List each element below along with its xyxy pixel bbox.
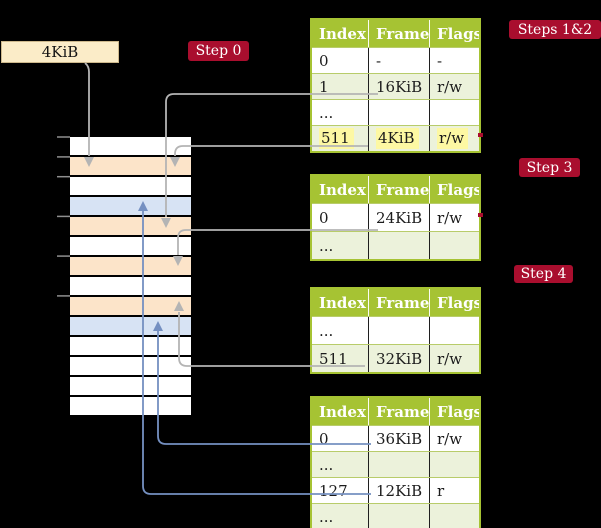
header-flags: Flags — [429, 20, 479, 47]
table-row: 1 16KiB r/w — [312, 73, 479, 99]
table-row: ... — [312, 316, 479, 344]
header-frame: Frame — [368, 398, 429, 425]
cell-flags — [429, 100, 479, 125]
page-table-1: Index Frame Flags 0 - - 1 16KiB r/w ... … — [310, 18, 481, 153]
label-step-3: Step 3 — [519, 158, 580, 177]
table3-header-row: Index Frame Flags — [312, 289, 479, 316]
cell-flags: r — [429, 478, 479, 503]
header-frame: Frame — [368, 289, 429, 316]
cell-flags: r/w — [429, 426, 479, 451]
physical-memory-column — [70, 137, 191, 415]
cell-flags — [429, 452, 479, 477]
page-table-4: Index Frame Flags 0 36KiB r/w ... 127 12… — [310, 396, 481, 528]
red-marker-table2-row0 — [478, 213, 483, 217]
header-frame: Frame — [368, 20, 429, 47]
cell-frame — [368, 317, 429, 344]
memory-frame-0 — [70, 137, 191, 156]
label-step-4-text: Step 4 — [520, 266, 567, 282]
cell-index: 127 — [319, 481, 348, 500]
header-index: Index — [319, 180, 366, 199]
table-row: ... — [312, 231, 479, 259]
table-row: 0 36KiB r/w — [312, 425, 479, 451]
memory-frame-8 — [70, 296, 191, 316]
memory-frame-1 — [70, 156, 191, 176]
label-steps-1-2: Steps 1&2 — [509, 20, 601, 39]
label-step-0: Step 0 — [188, 41, 249, 61]
cell-index: 0 — [319, 429, 329, 448]
frame-size-label: 4KiB — [41, 43, 79, 61]
memory-frame-3 — [70, 196, 191, 216]
frame-size-box: 4KiB — [1, 41, 119, 63]
cell-frame — [368, 232, 429, 259]
table2-header-row: Index Frame Flags — [312, 176, 479, 203]
table-row: ... — [312, 99, 479, 125]
header-frame: Frame — [368, 176, 429, 203]
cell-index: ... — [319, 103, 334, 122]
cell-index: 1 — [319, 77, 329, 96]
label-step-3-text: Step 3 — [526, 159, 573, 176]
cell-frame: 24KiB — [368, 204, 429, 231]
cell-index: 0 — [319, 208, 329, 227]
cell-index: 0 — [319, 51, 329, 70]
cell-flags: - — [429, 48, 479, 73]
cell-flags — [429, 317, 479, 344]
header-index: Index — [319, 24, 366, 43]
page-table-2: Index Frame Flags 0 24KiB r/w ... — [310, 174, 481, 261]
cell-frame: 16KiB — [368, 74, 429, 99]
cell-index: ... — [319, 507, 334, 526]
table-row: 127 12KiB r — [312, 477, 479, 503]
header-index: Index — [319, 402, 366, 421]
header-index: Index — [319, 293, 366, 312]
table1-header-row: Index Frame Flags — [312, 20, 479, 47]
table-row-highlighted: 511 4KiB r/w — [312, 125, 479, 151]
memory-frame-5 — [70, 236, 191, 256]
cell-flags: r/w — [429, 345, 479, 372]
cell-index: ... — [319, 321, 334, 340]
memory-frame-12 — [70, 376, 191, 396]
page-table-3: Index Frame Flags ... 511 32KiB r/w — [310, 287, 481, 374]
table-row: 511 32KiB r/w — [312, 344, 479, 372]
label-step-4: Step 4 — [514, 265, 573, 283]
table-row: 0 - - — [312, 47, 479, 73]
cell-frame: 36KiB — [368, 426, 429, 451]
cell-index: ... — [319, 236, 334, 255]
memory-frame-2 — [70, 176, 191, 196]
table-row: ... — [312, 451, 479, 477]
memory-frame-9 — [70, 316, 191, 336]
table4-header-row: Index Frame Flags — [312, 398, 479, 425]
label-steps-1-2-text: Steps 1&2 — [517, 21, 593, 38]
table-row: 0 24KiB r/w — [312, 203, 479, 231]
header-flags: Flags — [429, 176, 479, 203]
header-flags: Flags — [429, 398, 479, 425]
cell-index: ... — [319, 455, 334, 474]
cell-flags — [429, 504, 479, 528]
cell-frame: 32KiB — [368, 345, 429, 372]
header-flags: Flags — [429, 289, 479, 316]
cell-flags: r/w — [429, 204, 479, 231]
memory-frame-6 — [70, 256, 191, 276]
cell-frame: 12KiB — [368, 478, 429, 503]
cell-frame — [368, 504, 429, 528]
cell-frame — [368, 452, 429, 477]
label-step-0-text: Step 0 — [195, 43, 242, 59]
cell-flags: r/w — [429, 126, 479, 151]
cell-flags — [429, 232, 479, 259]
cell-flags: r/w — [429, 74, 479, 99]
table-row: ... — [312, 503, 479, 528]
memory-frame-4 — [70, 216, 191, 236]
cell-frame — [368, 100, 429, 125]
cell-index: 511 — [319, 349, 348, 368]
memory-frame-10 — [70, 336, 191, 356]
cell-frame: - — [368, 48, 429, 73]
cell-frame: 4KiB — [368, 126, 429, 151]
cell-index: 511 — [312, 126, 368, 151]
memory-frame-11 — [70, 356, 191, 376]
red-marker-table1-row511 — [478, 133, 483, 137]
memory-frame-13 — [70, 396, 191, 415]
memory-frame-7 — [70, 276, 191, 296]
memory-tick-marks — [57, 136, 70, 297]
